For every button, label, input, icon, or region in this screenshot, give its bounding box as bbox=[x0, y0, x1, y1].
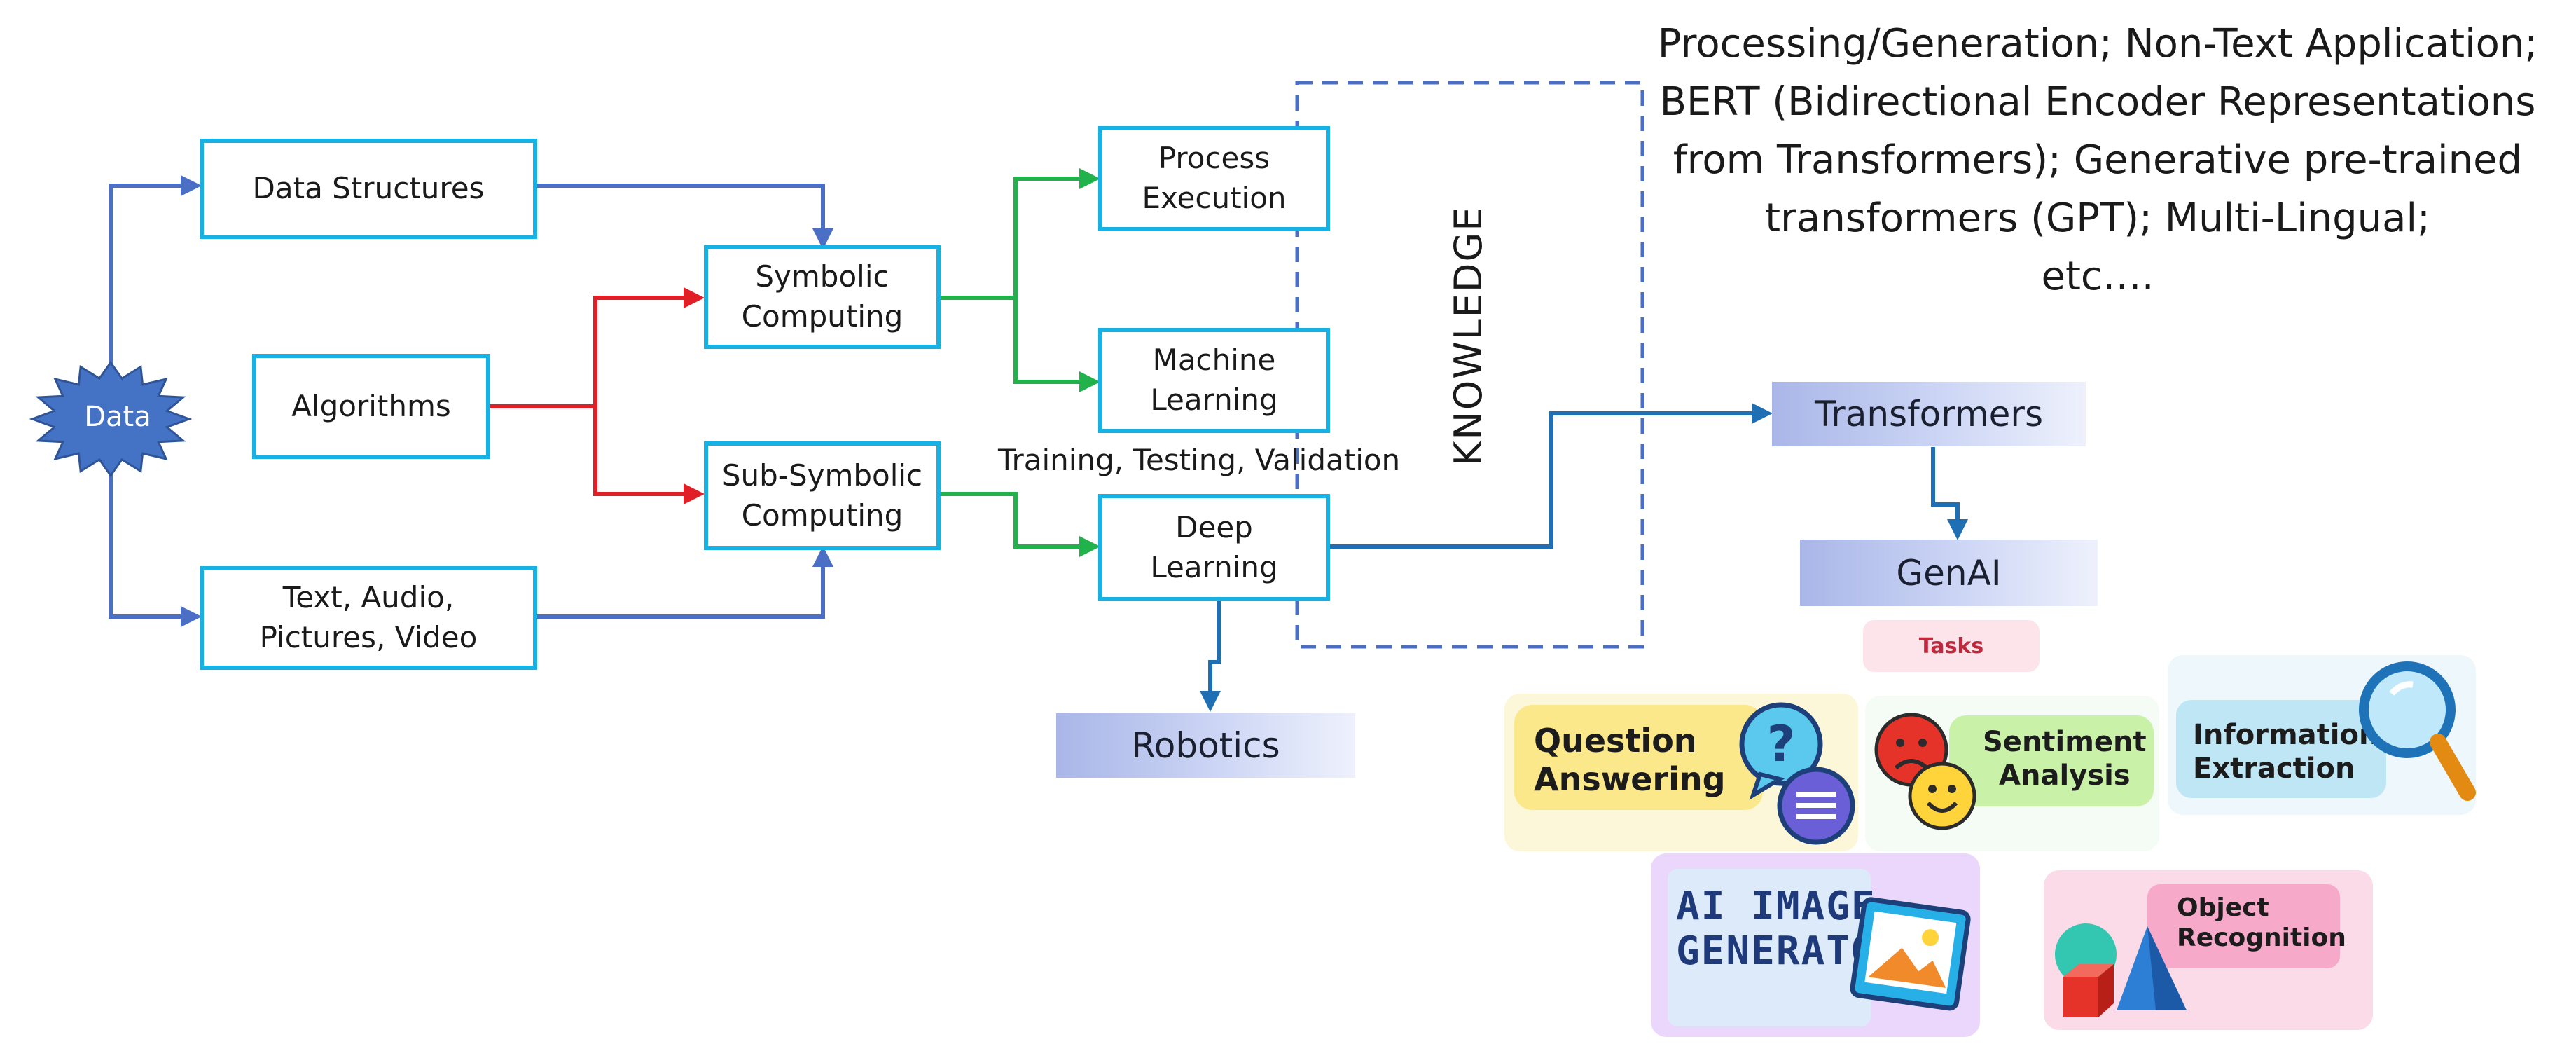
arrow-algorithms-to-symbolic bbox=[593, 287, 705, 406]
transformers-description: Processing/Generation; Non-Text Applicat… bbox=[1657, 21, 2538, 299]
arrow-symbolic-to-ml bbox=[1013, 298, 1100, 392]
node-data-structures: Data Structures bbox=[200, 139, 537, 239]
knowledge-label: KNOWLEDGE bbox=[1446, 205, 1490, 466]
arrow-dl-to-transformers bbox=[1328, 403, 1773, 549]
arrow-data-to-data-structures bbox=[109, 175, 202, 371]
training-label: Training, Testing, Validation bbox=[998, 443, 1401, 477]
node-process-execution: Process Execution bbox=[1098, 126, 1330, 231]
tile-question-answering: Question Answering ? bbox=[1504, 694, 1858, 851]
node-transformers: Transformers bbox=[1772, 382, 2086, 446]
tile-ai-image-generator: AI IMAGE GENERATOR bbox=[1651, 853, 1980, 1037]
node-machine-learning: Machine Learning bbox=[1098, 328, 1330, 433]
node-subsymbolic-computing: Sub-Symbolic Computing bbox=[704, 441, 941, 550]
arrow-algorithms-to-subsymbolic bbox=[593, 406, 705, 504]
node-algorithms: Algorithms bbox=[252, 354, 490, 459]
arrow-subsymbolic-to-dl bbox=[939, 492, 1100, 557]
svg-text:?: ? bbox=[1767, 715, 1796, 773]
node-deep-learning: Deep Learning bbox=[1098, 494, 1330, 601]
information-extraction-label: Information Extraction bbox=[2193, 719, 2379, 785]
data-star-shape bbox=[29, 360, 193, 478]
magnifier-icon bbox=[2359, 661, 2476, 801]
question-chat-icon: ? bbox=[1739, 702, 1855, 845]
sentiment-faces-icon bbox=[1874, 713, 1976, 830]
image-frame-icon bbox=[1850, 897, 1971, 1011]
node-media: Text, Audio, Pictures, Video bbox=[200, 566, 537, 670]
arrow-symbolic-to-process bbox=[1013, 168, 1100, 298]
node-robotics: Robotics bbox=[1056, 713, 1355, 778]
tile-object-recognition: Object Recognition bbox=[2044, 870, 2373, 1030]
tasks-badge: Tasks bbox=[1863, 620, 2040, 672]
sentiment-analysis-label: Sentiment Analysis bbox=[1983, 726, 2147, 792]
tile-sentiment-analysis: Sentiment Analysis bbox=[1865, 696, 2159, 851]
arrow-data-to-media bbox=[109, 466, 202, 627]
node-genai: GenAI bbox=[1800, 540, 2098, 606]
arrow-data-structures-to-symbolic bbox=[535, 184, 833, 249]
arrow-media-to-subsymbolic bbox=[535, 546, 833, 619]
question-answering-label: Question Answering bbox=[1534, 722, 1726, 799]
object-recognition-label: Object Recognition bbox=[2177, 893, 2346, 953]
tile-information-extraction: Information Extraction bbox=[2168, 655, 2476, 815]
node-symbolic-computing: Symbolic Computing bbox=[704, 245, 941, 349]
shapes-icon bbox=[2055, 923, 2187, 1017]
arrow-dl-to-robotics bbox=[1200, 601, 1221, 712]
data-node-label: Data bbox=[84, 401, 151, 433]
arrow-transformers-to-genai bbox=[1931, 447, 1968, 540]
